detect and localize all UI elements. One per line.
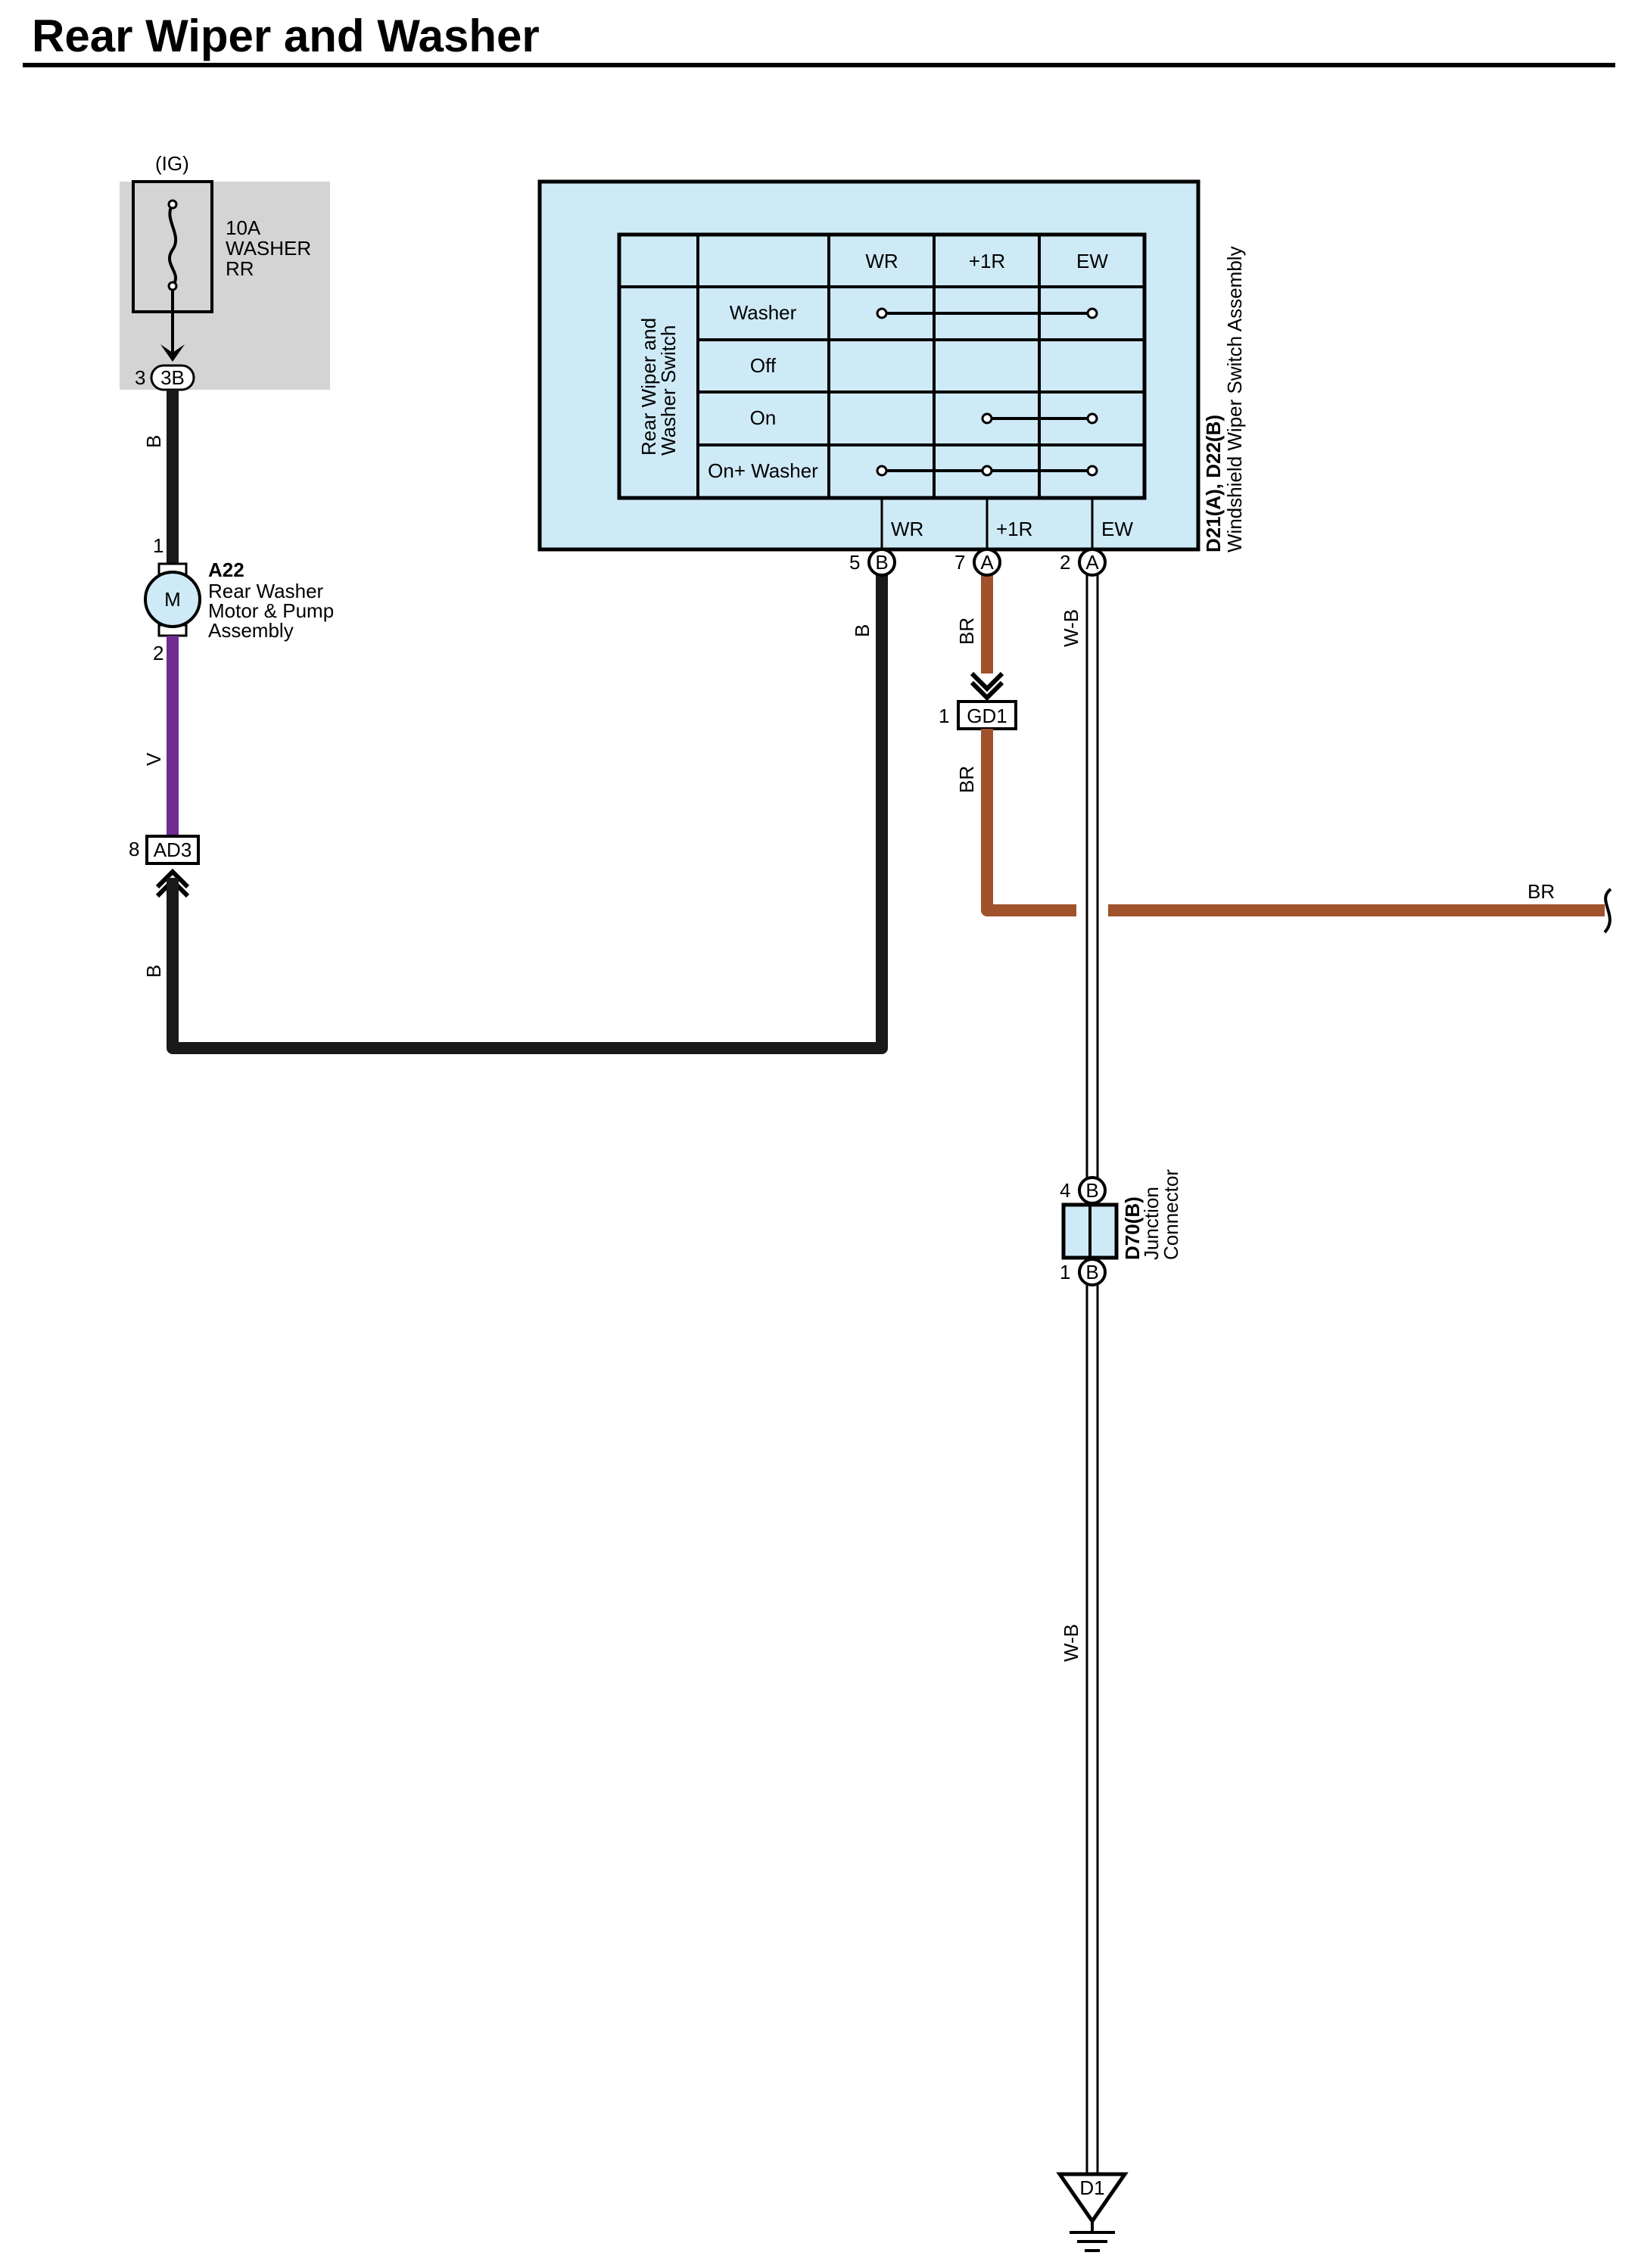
washer-motor: M 1 2 A22 Rear Washer Motor & Pump Assem… <box>144 534 334 664</box>
fuse-name-line2: RR <box>226 257 254 280</box>
pin-1r-number: 7 <box>954 551 965 574</box>
wiper-switch-assembly: WR +1R EW Washer Off On On+ Washer Rear … <box>537 179 1246 552</box>
pin-1r-connector: A <box>980 551 994 574</box>
fuse-block: (IG) 10A WASHER RR 3 3B <box>120 152 330 391</box>
switch-col-ew: EW <box>1076 250 1108 272</box>
pin-wr-connector: B <box>875 551 888 574</box>
wire-label-br-continue: BR <box>1527 880 1555 903</box>
terminal-ew-label: EW <box>1101 518 1133 540</box>
page-title: Rear Wiper and Washer <box>32 11 540 61</box>
ad3-pin: 8 <box>129 838 139 860</box>
junction-connector-top: B <box>1085 1179 1098 1202</box>
junction-pin-bottom: 1 <box>1060 1261 1070 1283</box>
motor-symbol: M <box>164 588 181 611</box>
terminal-1r-label: +1R <box>996 518 1032 540</box>
switch-row-off: Off <box>750 354 777 377</box>
motor-name-line1: Rear Washer <box>208 580 324 602</box>
fuse-icon <box>167 203 178 288</box>
wire-label-ad3-to-switch: B <box>142 965 165 978</box>
wire-label-1r-upper: BR <box>955 618 978 645</box>
junction-name-line2: Connector <box>1160 1169 1182 1260</box>
switch-row-on-washer: On+ Washer <box>708 459 818 482</box>
switch-row-washer: Washer <box>730 301 797 324</box>
gd1-chevron-icon <box>970 671 1004 702</box>
connector-ad3: 8 AD3 <box>129 835 200 898</box>
pin-wr-number: 5 <box>849 551 860 574</box>
ground-d1: D1 <box>1056 2172 1129 2252</box>
wire-ew <box>1076 560 1108 2176</box>
switch-table <box>617 232 1147 500</box>
wire-label-motor-to-ad3: V <box>142 752 165 766</box>
wire-label-1r-lower: BR <box>955 766 978 793</box>
connector-gd1: 1 GD1 <box>939 700 1017 730</box>
gd1-label: GD1 <box>967 705 1007 727</box>
fuse-rating: 10A <box>226 216 261 239</box>
junction-pin-top: 4 <box>1060 1179 1070 1202</box>
ground-label: D1 <box>1079 2176 1104 2199</box>
motor-name-line3: Assembly <box>208 619 294 642</box>
switch-table-title-line2: Washer Switch <box>657 325 680 456</box>
pin-ew-number: 2 <box>1060 551 1070 574</box>
wire-label-fuse-to-motor: B <box>142 435 165 448</box>
switch-col-wr: WR <box>865 250 898 272</box>
motor-icon <box>144 571 201 628</box>
switch-row-on: On <box>750 406 777 429</box>
fuse-supply-label: (IG) <box>155 152 189 175</box>
motor-name-line2: Motor & Pump <box>208 599 334 622</box>
junction-name-line1: Junction <box>1140 1187 1163 1260</box>
switch-table-title-line1: Rear Wiper and <box>637 318 660 456</box>
fuse-output-arrow-icon <box>160 344 185 362</box>
continuity-washer <box>876 307 1098 319</box>
continuity-on-washer <box>876 465 1098 477</box>
motor-pin-bottom: 2 <box>153 642 163 664</box>
continuity-on <box>981 412 1098 425</box>
fuse-pin-number: 3 <box>135 366 145 389</box>
wire-label-ew-lower: W-B <box>1060 1624 1082 1662</box>
fuse-connector-label: 3B <box>160 366 185 389</box>
motor-id: A22 <box>208 558 244 581</box>
switch-terminal-pins: 5 B 7 A 2 A <box>849 548 1107 577</box>
switch-assembly-ids: D21(A), D22(B) <box>1202 415 1225 552</box>
wire-label-ew-upper: W-B <box>1060 609 1082 647</box>
switch-col-1r: +1R <box>969 250 1005 272</box>
gd1-pin: 1 <box>939 705 949 727</box>
ground-triangle-icon <box>1056 2172 1129 2225</box>
junction-connector: 4 B 1 B D70(B) Junction Connector <box>1060 1169 1182 1286</box>
motor-pin-top: 1 <box>153 534 163 557</box>
pin-ew-connector: A <box>1085 551 1099 574</box>
wire-ad3-to-switch <box>167 575 888 1054</box>
terminal-wr-label: WR <box>891 518 923 540</box>
junction-connector-bottom: B <box>1085 1261 1098 1283</box>
wire-break-icon <box>1603 888 1612 934</box>
title-divider <box>23 63 1615 67</box>
wire-label-switch-wr: B <box>851 624 873 637</box>
switch-assembly-name: Windshield Wiper Switch Assembly <box>1223 246 1246 552</box>
fuse-block-background <box>120 182 330 390</box>
fuse-name-line1: WASHER <box>226 237 311 260</box>
ad3-label: AD3 <box>154 838 192 861</box>
wire-1r-lower <box>981 729 1605 916</box>
junction-id: D70(B) <box>1121 1196 1144 1260</box>
